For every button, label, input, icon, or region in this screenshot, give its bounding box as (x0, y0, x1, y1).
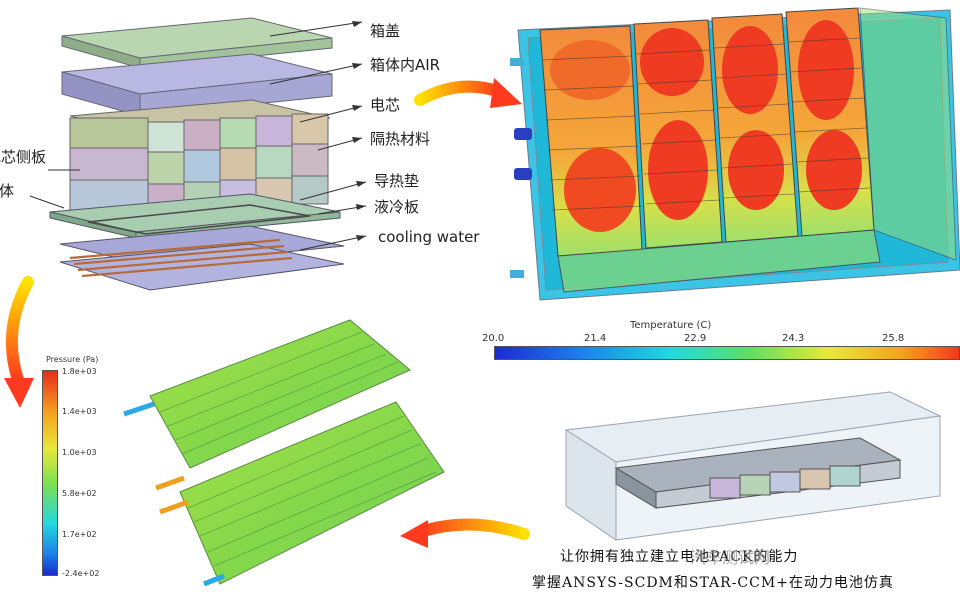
label-box: 箱体 (0, 182, 15, 200)
pressure-tick-1: 1.8e+03 (62, 367, 97, 376)
temperature-module-1 (539, 25, 643, 257)
caption-line-1: 让你拥有独立建立电池PACK的能力 (560, 549, 799, 565)
label-thermal-pad: 导热垫 (374, 172, 420, 190)
temperature-contour (510, 7, 960, 301)
pressure-tick-2: 1.4e+03 (62, 407, 97, 416)
label-lid: 箱盖 (370, 22, 401, 40)
temperature-tick-2: 21.4 (584, 333, 607, 344)
temperature-tick-4: 24.3 (782, 333, 805, 344)
arrow-to-temperature (414, 78, 522, 108)
caption-line-2: 掌握ANSYS-SCDM和STAR-CCM+在动力电池仿真 (532, 575, 894, 591)
label-air: 箱体内AIR (370, 56, 441, 74)
cell-module-upper (69, 99, 331, 213)
leader-lines (29, 21, 367, 251)
arrow-to-pressure (4, 276, 34, 408)
temperature-module-2 (633, 19, 723, 249)
arrow-to-pressure-from-caption (400, 518, 530, 548)
pressure-pipes (123, 401, 225, 587)
label-cell: 电芯 (370, 96, 401, 114)
pressure-tick-3: 1.0e+03 (62, 448, 97, 457)
pressure-plate-lower (179, 401, 445, 585)
pressure-contour (123, 319, 445, 587)
label-cold-plate: 液冷板 (374, 198, 420, 216)
temperature-module-3 (711, 13, 799, 243)
pressure-plate-upper (149, 319, 411, 469)
watermark: 汽车测试网 (690, 548, 771, 567)
label-cell-side-plate: 电芯侧板 (0, 148, 47, 166)
temperature-colorbar (494, 346, 960, 360)
exploded-view (29, 17, 367, 291)
pressure-tick-4: 5.8e+02 (62, 489, 97, 498)
pressure-tick-6: -2.4e+02 (62, 569, 100, 578)
cooling-water-layer (59, 225, 345, 291)
temperature-colorbar-title: Temperature (C) (630, 320, 712, 331)
temperature-tick-5: 25.8 (882, 333, 905, 344)
temperature-module-4 (785, 7, 875, 237)
temperature-tick-3: 22.9 (684, 333, 707, 344)
temperature-tick-1: 20.0 (482, 333, 505, 344)
pressure-colorbar (42, 370, 58, 576)
label-insulation: 隔热材料 (370, 130, 431, 148)
label-cooling-water: cooling water (378, 228, 480, 246)
pressure-tick-5: 1.7e+02 (62, 530, 97, 539)
pack-body (614, 437, 902, 509)
coolant-connectors (510, 58, 532, 278)
pressure-colorbar-title: Pressure (Pa) (46, 355, 99, 364)
pack-air-domain (564, 391, 942, 541)
